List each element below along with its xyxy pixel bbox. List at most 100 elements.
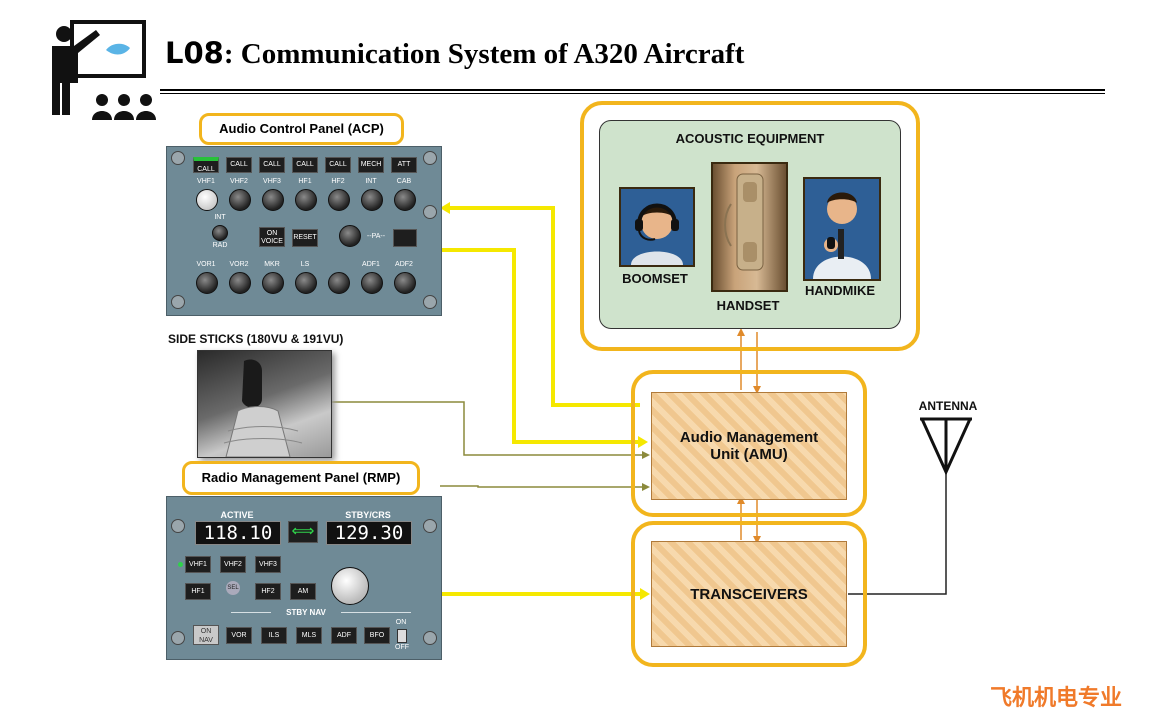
mls-button[interactable]: MLS [296, 627, 322, 644]
vhf1-volume-knob[interactable] [196, 189, 218, 211]
handset-image [711, 162, 788, 292]
acoustic-frame [580, 101, 920, 351]
pilot-headset-icon [631, 203, 683, 265]
call-button-2[interactable]: CALL [226, 157, 252, 173]
antenna-icon [920, 417, 972, 476]
knob-label: MKR [264, 261, 280, 268]
side-stick-icon [223, 359, 303, 457]
ls-volume-knob[interactable] [295, 272, 317, 294]
mech-button[interactable]: MECH [358, 157, 384, 173]
pa-button[interactable] [393, 229, 417, 247]
int-volume-knob[interactable] [361, 189, 383, 211]
int-label: INT [214, 214, 226, 221]
title-rule-2 [160, 93, 1105, 94]
knob-label: CAB [396, 178, 412, 185]
screw-icon [171, 295, 185, 309]
page-title: L08: Communication System of A320 Aircra… [165, 36, 744, 71]
amu-frame [631, 370, 867, 517]
call-button-5[interactable]: CALL [325, 157, 351, 173]
stby-nav-label: STBY NAV [271, 608, 341, 617]
vhf2-button[interactable]: VHF2 [220, 556, 246, 573]
acp-call-row: CALL CALL CALL CALL CALL MECH ATT [193, 157, 419, 175]
off-label: OFF [395, 644, 409, 651]
watermark: 飞机机电专业 [990, 686, 1123, 711]
adf-button[interactable]: ADF [331, 627, 357, 644]
bfo-button[interactable]: BFO [364, 627, 390, 644]
antenna-label: ANTENNA [918, 399, 978, 413]
screw-icon [171, 151, 185, 165]
sel-label: SEL [227, 585, 239, 591]
hf2-volume-knob[interactable] [328, 189, 350, 211]
screw-icon [423, 295, 437, 309]
on-nav-button[interactable]: ON NAV [193, 625, 219, 645]
wire-acp-to-amu [440, 248, 640, 444]
handmike-label: HANDMIKE [804, 283, 876, 298]
call-button-4[interactable]: CALL [292, 157, 318, 173]
power-switch[interactable] [397, 629, 407, 643]
transceivers-frame [631, 521, 867, 667]
vhf3-volume-knob[interactable] [262, 189, 284, 211]
adf2-volume-knob[interactable] [394, 272, 416, 294]
screw-icon [423, 151, 437, 165]
att-button[interactable]: ATT [391, 157, 417, 173]
on-voice-label-1: ON [266, 230, 278, 237]
rad-label: RAD [212, 242, 228, 249]
knob-label: VHF3 [263, 178, 281, 185]
wire-antenna [848, 470, 947, 595]
vor-button[interactable]: VOR [226, 627, 252, 644]
screw-icon [171, 631, 185, 645]
reset-button[interactable]: RESET [292, 229, 318, 247]
boomset-image [619, 187, 695, 267]
vor2-volume-knob[interactable] [229, 272, 251, 294]
knob-label: VHF2 [230, 178, 248, 185]
handset-icon [724, 173, 764, 271]
knob-label: VOR2 [229, 261, 249, 268]
on-voice-label-2: VOICE [261, 238, 283, 245]
handmike-image [803, 177, 881, 281]
wire-amu-to-acp [446, 206, 640, 407]
knob-label: LS [300, 261, 310, 268]
knob-label: HF2 [331, 178, 345, 185]
ils-button[interactable]: ILS [261, 627, 287, 644]
transfer-button[interactable]: ⟺ [288, 521, 318, 543]
on-voice-button[interactable]: ON VOICE [259, 227, 285, 247]
active-frequency-display: 118.10 [195, 521, 281, 545]
swap-arrow-icon: ⟺ [291, 523, 315, 540]
screw-icon [171, 519, 185, 533]
knob-label: HF1 [298, 178, 312, 185]
int-rad-switch[interactable] [212, 225, 228, 241]
acoustic-title: ACOUSTIC EQUIPMENT [675, 131, 825, 146]
vhf2-volume-knob[interactable] [229, 189, 251, 211]
cab-volume-knob[interactable] [394, 189, 416, 211]
audio-management-unit: Audio Management Unit (AMU) [651, 392, 847, 500]
lesson-title: : Communication System of A320 Aircraft [223, 38, 745, 70]
adf1-volume-knob[interactable] [361, 272, 383, 294]
hf1-volume-knob[interactable] [295, 189, 317, 211]
blank-volume-knob[interactable] [328, 272, 350, 294]
screw-icon [423, 205, 437, 219]
active-label: ACTIVE [220, 510, 254, 520]
pa-label: --PA-- [366, 233, 386, 240]
vhf1-indicator-icon [178, 562, 183, 567]
vhf3-button[interactable]: VHF3 [255, 556, 281, 573]
am-button[interactable]: AM [290, 583, 316, 600]
rmp-label: Radio Management Panel (RMP) [182, 461, 420, 495]
knob-label: VHF1 [197, 178, 215, 185]
call-button-1[interactable]: CALL [193, 157, 219, 173]
mkr-volume-knob[interactable] [262, 272, 284, 294]
hf2-button[interactable]: HF2 [255, 583, 281, 600]
boomset-label: BOOMSET [622, 271, 688, 286]
frequency-selector-knob[interactable] [331, 567, 369, 605]
handset-label: HANDSET [716, 298, 780, 313]
vor1-volume-knob[interactable] [196, 272, 218, 294]
amu-label-line1: Audio Management [679, 429, 819, 446]
acp-label: Audio Control Panel (ACP) [199, 113, 404, 145]
hf1-button[interactable]: HF1 [185, 583, 211, 600]
knob-label: INT [365, 178, 377, 185]
transceivers-box: TRANSCEIVERS [651, 541, 847, 647]
call-button-3[interactable]: CALL [259, 157, 285, 173]
screw-icon [423, 519, 437, 533]
pa-knob[interactable] [339, 225, 361, 247]
vhf1-button[interactable]: VHF1 [185, 556, 211, 573]
stby-label: STBY/CRS [345, 510, 391, 520]
